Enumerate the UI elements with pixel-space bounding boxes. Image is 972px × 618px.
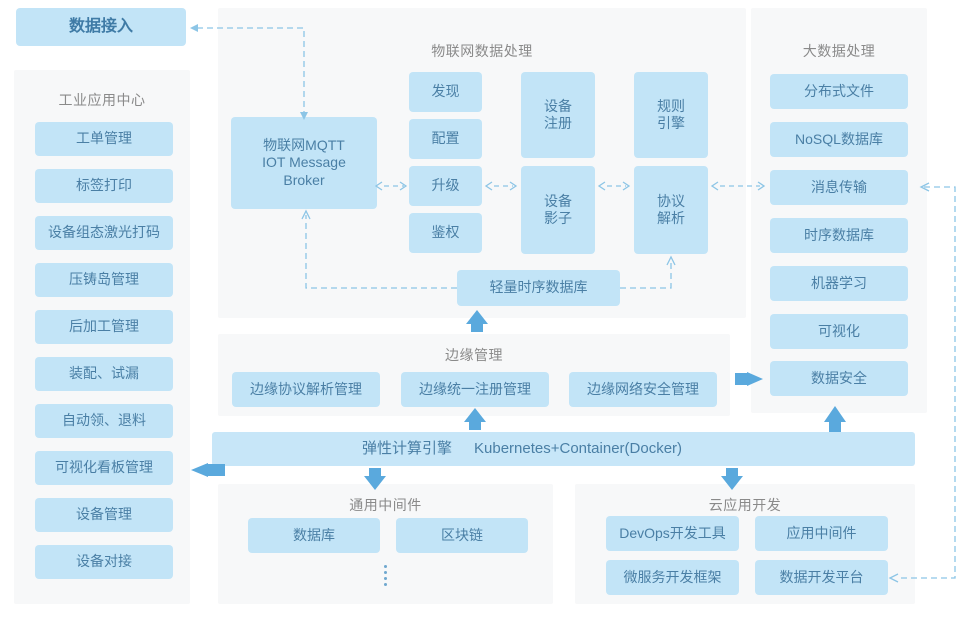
bigdata-item-shujuanquan[interactable]: 数据安全 bbox=[770, 361, 908, 396]
big-data-processing-panel: 大数据处理 bbox=[751, 8, 927, 413]
device-shadow-box[interactable]: 设备 影子 bbox=[521, 166, 595, 254]
app-item-keshihuakanban[interactable]: 可视化看板管理 bbox=[35, 451, 173, 485]
broker-line-2: IOT Message bbox=[262, 154, 346, 171]
iot-item-shengji[interactable]: 升级 bbox=[409, 166, 482, 206]
iot-item-peizhi[interactable]: 配置 bbox=[409, 119, 482, 159]
cloud-item-weifuwukuangjia[interactable]: 微服务开发框架 bbox=[606, 560, 739, 595]
arrowhead-data-access bbox=[190, 24, 198, 32]
iot-item-faxian[interactable]: 发现 bbox=[409, 72, 482, 112]
bigdata-item-fenbushiwenjian[interactable]: 分布式文件 bbox=[770, 74, 908, 109]
protocol-parse-line-1: 协议 bbox=[657, 192, 685, 209]
protocol-parse-box[interactable]: 协议 解析 bbox=[634, 166, 708, 254]
bigdata-item-xiaoxichuanshu[interactable]: 消息传输 bbox=[770, 170, 908, 205]
elastic-engine-label: 弹性计算引擎 bbox=[362, 439, 453, 457]
edge-item-wangluoanquan[interactable]: 边缘网络安全管理 bbox=[569, 372, 717, 407]
data-access-header[interactable]: 数据接入 bbox=[16, 8, 186, 46]
iot-data-processing-title: 物联网数据处理 bbox=[431, 43, 533, 59]
big-data-processing-title: 大数据处理 bbox=[802, 43, 876, 59]
app-item-shebeiduijie[interactable]: 设备对接 bbox=[35, 545, 173, 579]
app-item-shebeizutai[interactable]: 设备组态激光打码 bbox=[35, 216, 173, 250]
rule-engine-line-2: 引擎 bbox=[657, 115, 685, 131]
app-item-zhuangpei[interactable]: 装配、试漏 bbox=[35, 357, 173, 391]
app-item-shebeiguanli[interactable]: 设备管理 bbox=[35, 498, 173, 532]
rule-engine-line-1: 规则 bbox=[657, 97, 685, 114]
app-item-gongdanguanli[interactable]: 工单管理 bbox=[35, 122, 173, 156]
device-shadow-line-2: 影子 bbox=[544, 210, 572, 226]
broker-line-1: 物联网MQTT bbox=[263, 136, 345, 153]
rule-engine-box[interactable]: 规则 引擎 bbox=[634, 72, 708, 158]
device-shadow-line-1: 设备 bbox=[544, 192, 572, 209]
lightweight-tsdb-box[interactable]: 轻量时序数据库 bbox=[457, 270, 620, 306]
common-middleware-title: 通用中间件 bbox=[349, 497, 422, 513]
cloud-item-devops[interactable]: DevOps开发工具 bbox=[606, 516, 739, 551]
middleware-more-ellipsis bbox=[384, 565, 387, 586]
device-register-box[interactable]: 设备 注册 bbox=[521, 72, 595, 158]
bigdata-item-jiqixuexi[interactable]: 机器学习 bbox=[770, 266, 908, 301]
cloud-item-yingyongzhongjianjian[interactable]: 应用中间件 bbox=[755, 516, 888, 551]
middleware-item-shujuku[interactable]: 数据库 bbox=[248, 518, 380, 553]
protocol-parse-line-2: 解析 bbox=[657, 210, 685, 226]
cloud-item-shujukaifapingtai[interactable]: 数据开发平台 bbox=[755, 560, 888, 595]
iot-item-jianquan[interactable]: 鉴权 bbox=[409, 213, 482, 253]
broker-line-3: Broker bbox=[283, 171, 325, 188]
edge-management-title: 边缘管理 bbox=[445, 347, 503, 363]
device-register-line-2: 注册 bbox=[544, 115, 572, 131]
bigdata-item-keshihua[interactable]: 可视化 bbox=[770, 314, 908, 349]
middleware-item-qukuailian[interactable]: 区块链 bbox=[396, 518, 528, 553]
bigdata-item-nosql[interactable]: NoSQL数据库 bbox=[770, 122, 908, 157]
app-item-biaoqiandayin[interactable]: 标签打印 bbox=[35, 169, 173, 203]
industrial-app-center-title: 工业应用中心 bbox=[58, 92, 146, 108]
app-item-zidonglingliao[interactable]: 自动领、退料 bbox=[35, 404, 173, 438]
device-register-line-1: 设备 bbox=[544, 97, 572, 114]
app-item-houjiagong[interactable]: 后加工管理 bbox=[35, 310, 173, 344]
app-item-yazhudao[interactable]: 压铸岛管理 bbox=[35, 263, 173, 297]
cloud-app-dev-title: 云应用开发 bbox=[708, 497, 782, 513]
bigdata-item-shixushujuku[interactable]: 时序数据库 bbox=[770, 218, 908, 253]
iot-mqtt-broker-box[interactable]: 物联网MQTT IOT Message Broker bbox=[231, 117, 377, 209]
edge-item-tongyizhuce[interactable]: 边缘统一注册管理 bbox=[401, 372, 549, 407]
edge-item-xieyijiexi[interactable]: 边缘协议解析管理 bbox=[232, 372, 380, 407]
elastic-compute-engine-bar[interactable]: 弹性计算引擎 Kubernetes+Container(Docker) bbox=[212, 432, 915, 466]
elastic-engine-stack: Kubernetes+Container(Docker) bbox=[474, 439, 683, 457]
